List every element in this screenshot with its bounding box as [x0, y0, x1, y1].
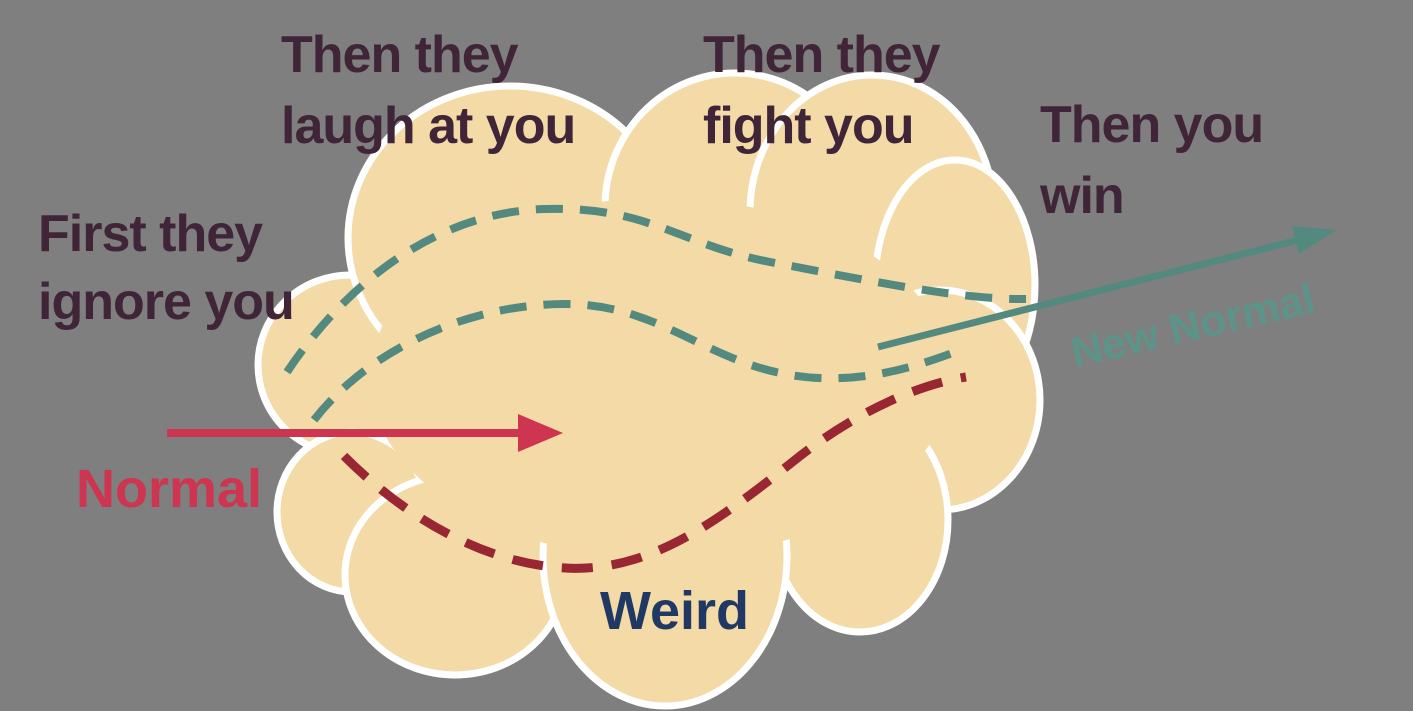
- stage-line: First they: [38, 205, 263, 263]
- stage-label-first-they-ignore-you: First they ignore you: [38, 200, 295, 336]
- stage-line: laugh at you: [281, 97, 576, 155]
- normal-arrowhead-icon: [518, 414, 563, 452]
- new-normal-dashed-path-lower: [310, 299, 957, 423]
- stage-line: Then they: [281, 26, 519, 84]
- stage-line: win: [1040, 167, 1125, 225]
- normal-path-label: Normal: [76, 459, 263, 519]
- new-normal-arrow: [877, 226, 1337, 351]
- cloud-center-fill: [370, 198, 950, 558]
- stage-line: Then they: [703, 26, 941, 84]
- stage-label-then-you-win: Then you win: [1040, 90, 1264, 232]
- weird-path-label: Weird: [600, 581, 750, 641]
- weird-dashed-path: [340, 372, 967, 573]
- stage-line: fight you: [703, 97, 915, 155]
- stage-label-then-they-fight-you: Then they fight you: [703, 20, 941, 162]
- new-normal-arrowhead-icon: [1292, 226, 1337, 254]
- new-normal-dashed-path-upper: [283, 204, 1027, 375]
- normal-arrow: [167, 414, 563, 452]
- stage-label-then-they-laugh-at-you: Then they laugh at you: [281, 20, 576, 162]
- stage-line: Then you: [1040, 96, 1264, 154]
- stage-line: ignore you: [38, 273, 295, 331]
- cloud-shape: [254, 69, 1044, 710]
